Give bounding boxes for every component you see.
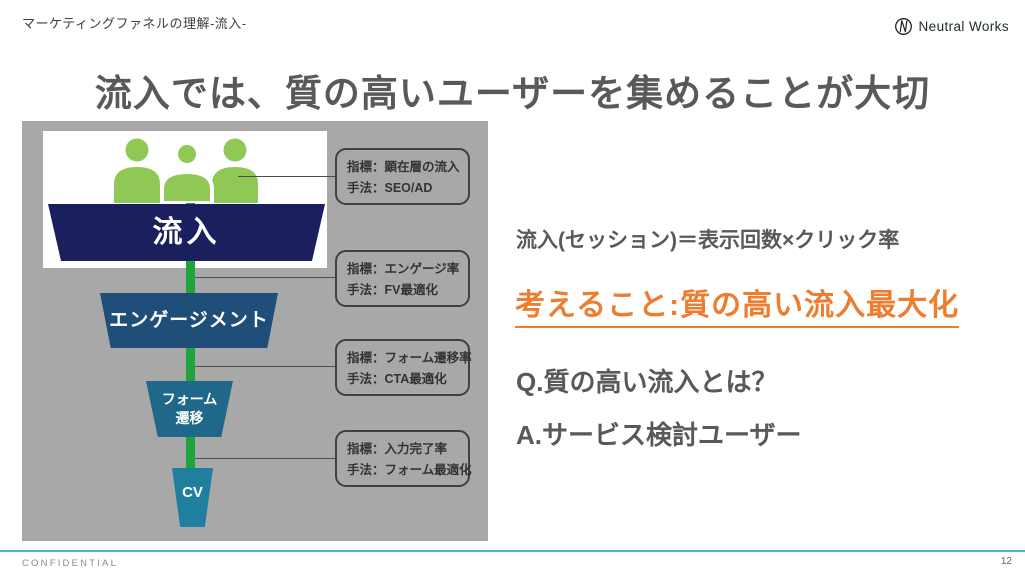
funnel-stage-inflow: 流入 <box>48 204 325 261</box>
footer-divider <box>0 550 1025 552</box>
callout-metric: 指標：エンゲージ率 <box>347 262 460 276</box>
callout-method: 手法：SEO/AD <box>347 181 433 195</box>
callout-leader-line <box>238 176 335 177</box>
funnel-panel: 流入 エンゲージメント フォーム 遷移 CV 指標：顕在層の流入 手法：SEO/… <box>22 121 488 541</box>
key-point-text: 考えること:質の高い流入最大化 <box>515 280 960 328</box>
callout-method: 手法：フォーム最適化 <box>347 463 472 477</box>
page-number: 12 <box>1000 556 1012 567</box>
formula-text: 流入(セッション)＝表示回数×クリック率 <box>516 229 900 252</box>
globe-icon <box>894 17 913 36</box>
callout-box-form-transition: 指標：フォーム遷移率 手法：CTA最適化 <box>335 339 472 396</box>
question-text: Q.質の高い流入とは？ <box>516 367 778 397</box>
callout-metric: 指標：入力完了率 <box>347 442 448 456</box>
callout-box-completion: 指標：入力完了率 手法：フォーム最適化 <box>335 430 472 487</box>
breadcrumb: マーケティングファネルの理解-流入- <box>22 16 247 31</box>
answer-text: A.サービス検討ユーザー <box>516 420 802 450</box>
callout-leader-line <box>195 458 335 459</box>
callout-method: 手法：CTA最適化 <box>347 372 447 386</box>
page-title: 流入では、質の高いユーザーを集めることが大切 <box>94 73 931 114</box>
funnel-stage-engagement: エンゲージメント <box>100 293 278 348</box>
neutral-works-logo: Neutral Works <box>894 17 1009 36</box>
funnel-stage-form-transition: フォーム 遷移 <box>146 381 233 437</box>
callout-method: 手法：FV最適化 <box>347 283 438 297</box>
callout-leader-line <box>195 277 335 278</box>
funnel-stage-cv: CV <box>172 468 213 527</box>
callout-metric: 指標：顕在層の流入 <box>347 160 460 174</box>
logo-text: Neutral Works <box>918 19 1009 34</box>
callout-metric: 指標：フォーム遷移率 <box>347 351 472 365</box>
confidential-label: CONFIDENTIAL <box>22 558 119 569</box>
callout-box-engagement: 指標：エンゲージ率 手法：FV最適化 <box>335 250 470 307</box>
callout-leader-line <box>195 366 335 367</box>
callout-box-inflow: 指標：顕在層の流入 手法：SEO/AD <box>335 148 470 205</box>
funnel-connector-line <box>186 192 195 504</box>
audience-people-icon <box>112 137 262 208</box>
